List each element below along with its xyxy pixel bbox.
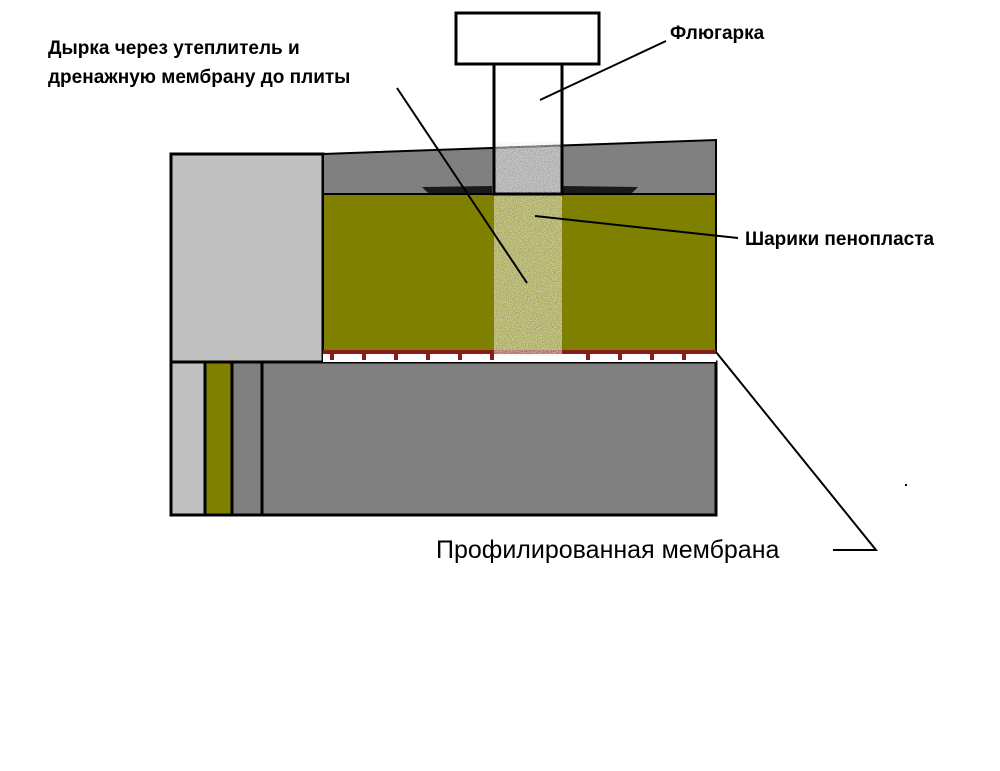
membrane-dimple (586, 352, 590, 360)
membrane-dimple (394, 352, 398, 360)
label-vane: Флюгарка (670, 23, 765, 44)
leader-line-membrane (715, 351, 879, 551)
leader-line-hole (396, 87, 528, 284)
label-foam-beads: Шарики пенопласта (745, 229, 935, 250)
wall-inner-layer (230, 360, 264, 517)
vane-cap (454, 11, 601, 66)
membrane-dimple (650, 352, 654, 360)
label-hole-line1: Дырка через утеплитель и (48, 38, 300, 59)
pipe-flashing (422, 186, 492, 193)
membrane-dimple (458, 352, 462, 360)
wall-insulation-layer (203, 360, 234, 517)
membrane-dimple (490, 352, 494, 360)
wall-outer-layer (169, 360, 207, 517)
membrane-dimple (330, 352, 334, 360)
membrane-dimple (426, 352, 430, 360)
leader-line-vane (539, 40, 667, 101)
label-hole-line2: дренажную мембрану до плиты (48, 67, 350, 88)
parapet-wall (169, 152, 325, 364)
stray-dot (905, 484, 907, 486)
leader-line-foam (534, 215, 739, 239)
membrane-dimple (618, 352, 622, 360)
label-profiled-membrane: Профилированная мембрана (436, 536, 780, 564)
membrane-dimple (362, 352, 366, 360)
pipe-flashing-right (563, 186, 638, 193)
membrane-dimple (682, 352, 686, 360)
